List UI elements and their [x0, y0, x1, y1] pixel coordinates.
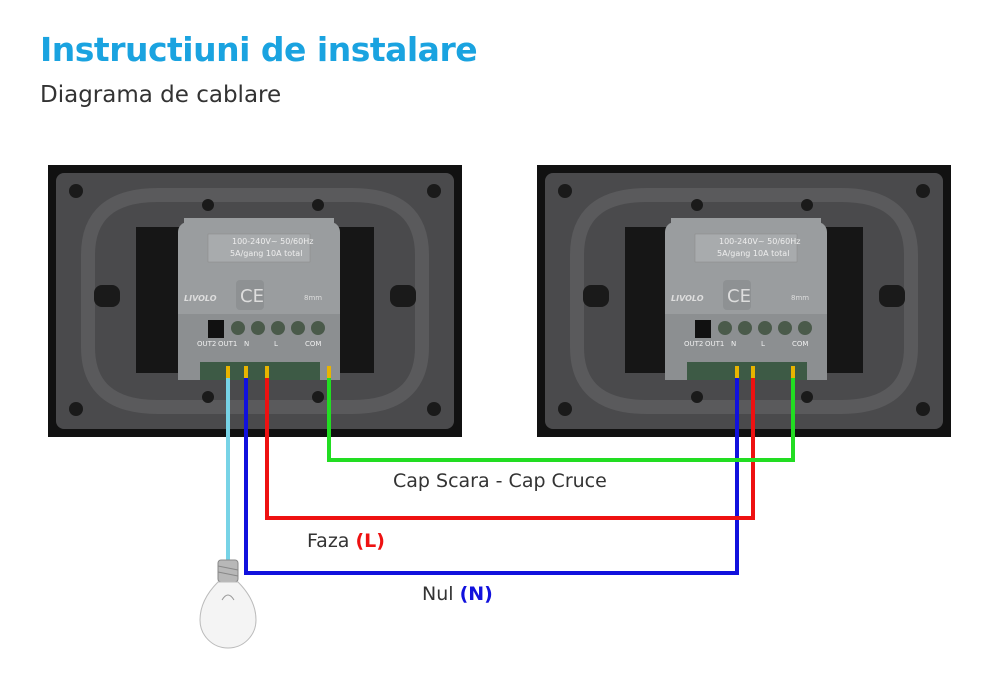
terminal-label: OUT1	[705, 340, 724, 348]
terminal-label: OUT2	[197, 340, 216, 348]
phase-wire-label: Faza (L)	[307, 530, 385, 552]
strip-gauge-label: 8mm	[791, 294, 809, 302]
brand-logo: LIVOLO	[184, 294, 217, 303]
terminal-label: OUT2	[684, 340, 703, 348]
switch-left: 100-240V~ 50/60Hz 5A/gang 10A total LIVO…	[48, 165, 462, 437]
strip-gauge-label: 8mm	[304, 294, 322, 302]
wire-neutral	[244, 372, 739, 575]
ce-mark: CE	[727, 286, 751, 307]
terminal-label: OUT1	[218, 340, 237, 348]
page-title: Instructiuni de instalare	[40, 30, 478, 69]
page-subtitle: Diagrama de cablare	[40, 82, 282, 108]
terminal-label: L	[761, 340, 765, 348]
rating-label: 5A/gang 10A total	[230, 249, 302, 258]
neutral-wire-label: Nul (N)	[422, 583, 493, 605]
ce-mark: CE	[240, 286, 264, 307]
rating-label: 5A/gang 10A total	[717, 249, 789, 258]
terminal-label: COM	[792, 340, 808, 348]
traveler-wire-label: Cap Scara - Cap Cruce	[393, 470, 607, 492]
brand-logo: LIVOLO	[671, 294, 704, 303]
terminal-label: L	[274, 340, 278, 348]
wire-phase	[265, 372, 755, 520]
rating-label: 100-240V~ 50/60Hz	[719, 237, 800, 246]
switch-right: 100-240V~ 50/60Hz 5A/gang 10A total LIVO…	[537, 165, 951, 437]
terminal-label: N	[244, 340, 249, 348]
light-bulb-icon	[199, 559, 257, 649]
terminal-label: COM	[305, 340, 321, 348]
terminal-label: N	[731, 340, 736, 348]
rating-label: 100-240V~ 50/60Hz	[232, 237, 313, 246]
wire-traveler	[327, 372, 795, 462]
